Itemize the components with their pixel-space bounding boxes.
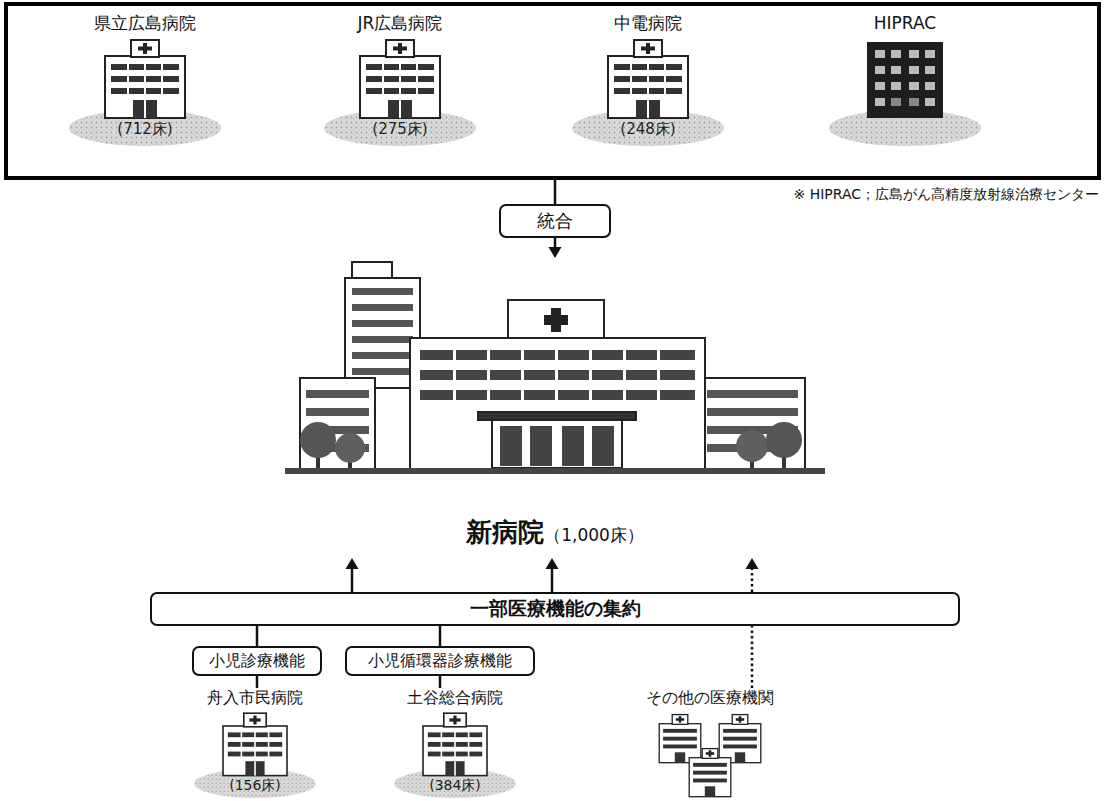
connector-arrow (257, 626, 258, 646)
center-picture (829, 42, 981, 146)
connector-line (751, 626, 754, 688)
hospital-picture (572, 40, 724, 146)
cross-mark (544, 315, 568, 325)
hospital-picture (324, 40, 476, 146)
hospital-picture (194, 713, 316, 798)
connector-line (256, 676, 259, 688)
hospital-icon: 土谷総合病院 (384床) (385, 688, 525, 798)
footnote: ※ HIPRAC；広島がん高精度放射線治療センター (793, 186, 1099, 204)
hospital-name: その他の医療機関 (646, 688, 774, 708)
hospital-icon: 中電病院 (248床) (558, 12, 738, 150)
trees (300, 422, 802, 468)
arrow-head (546, 558, 559, 569)
new-hospital-picture (285, 262, 825, 474)
note-holder: ※ HIPRAC；広島がん高精度放射線治療センター (793, 186, 1099, 204)
canopy (478, 412, 636, 420)
connector-line (439, 676, 442, 688)
function-box: 小児診療機能 (192, 646, 322, 676)
group-frame: 県立広島病院 (712床) JR広島病院 (275床) 中電病院 (248床) HIPRAC (4, 2, 1101, 180)
hospital-name: 土谷総合病院 (407, 688, 503, 708)
building-part (345, 278, 420, 388)
hospital-picture (69, 40, 221, 146)
box-label: 一部医療機能の集約 (470, 597, 641, 621)
arrow-head (746, 558, 759, 569)
bed-count: (712床) (117, 119, 172, 139)
window-dividers (453, 348, 660, 402)
building-picture (659, 715, 701, 763)
hospital-icon: 舟入市民病院 (156床) (185, 688, 325, 798)
connector-arrow (555, 180, 556, 204)
center-icon: HIPRAC (815, 12, 995, 150)
building-part (700, 378, 805, 470)
arrow-head (346, 558, 359, 569)
arrow-head (549, 247, 562, 258)
connector-line (551, 567, 554, 592)
new-hospital: 新病院（1,000床） (290, 258, 820, 558)
connector-arrow (440, 676, 441, 688)
hospital-picture (394, 713, 516, 798)
connector-arrow (346, 558, 359, 592)
box-label: 小児診療機能 (209, 651, 305, 671)
building-part (410, 338, 705, 470)
connector-line (256, 626, 259, 646)
door-panes (500, 426, 614, 466)
bed-count: (384床) (429, 775, 481, 795)
new-hospital-name: 新病院 (466, 515, 544, 550)
dotted-connector (746, 558, 759, 592)
building-part (352, 262, 392, 279)
hospital-group-icon: その他の医療機関 (640, 688, 780, 798)
building-picture (719, 715, 761, 763)
ground-strip (285, 468, 825, 474)
dotted-connector (752, 626, 753, 688)
process-box: 統合 (499, 204, 611, 238)
hospital-icon: JR広島病院 (275床) (310, 12, 490, 150)
connector-arrow (440, 626, 441, 646)
connector-line (351, 567, 354, 592)
connector-line (554, 180, 557, 204)
bed-count: (275床) (372, 119, 427, 139)
box-label: 統合 (537, 210, 573, 233)
connector-arrow (546, 558, 559, 592)
connector-line (439, 626, 442, 646)
building-picture (689, 749, 731, 797)
hospital-name: JR広島病院 (358, 12, 443, 34)
hospital-name: 中電病院 (614, 12, 682, 34)
bed-count: （1,000床） (544, 524, 644, 547)
hospital-name: 県立広島病院 (94, 12, 196, 34)
hospital-name: 舟入市民病院 (207, 688, 303, 708)
connector-arrow (549, 238, 562, 258)
box-label: 小児循環器診療機能 (368, 651, 512, 671)
sign-box (508, 300, 604, 340)
entrance (492, 420, 622, 468)
hospital-name: HIPRAC (874, 12, 936, 34)
function-box: 小児循環器診療機能 (345, 646, 535, 676)
connector-arrow (257, 676, 258, 688)
building-part (300, 378, 375, 470)
hospital-icon: 県立広島病院 (712床) (55, 12, 235, 150)
connector-line (751, 567, 754, 592)
bed-count: (156床) (229, 775, 281, 795)
window-rows (352, 288, 413, 375)
caption-line: 新病院（1,000床） (290, 515, 820, 550)
bed-count: (248床) (620, 119, 675, 139)
process-box: 一部医療機能の集約 (150, 592, 960, 626)
